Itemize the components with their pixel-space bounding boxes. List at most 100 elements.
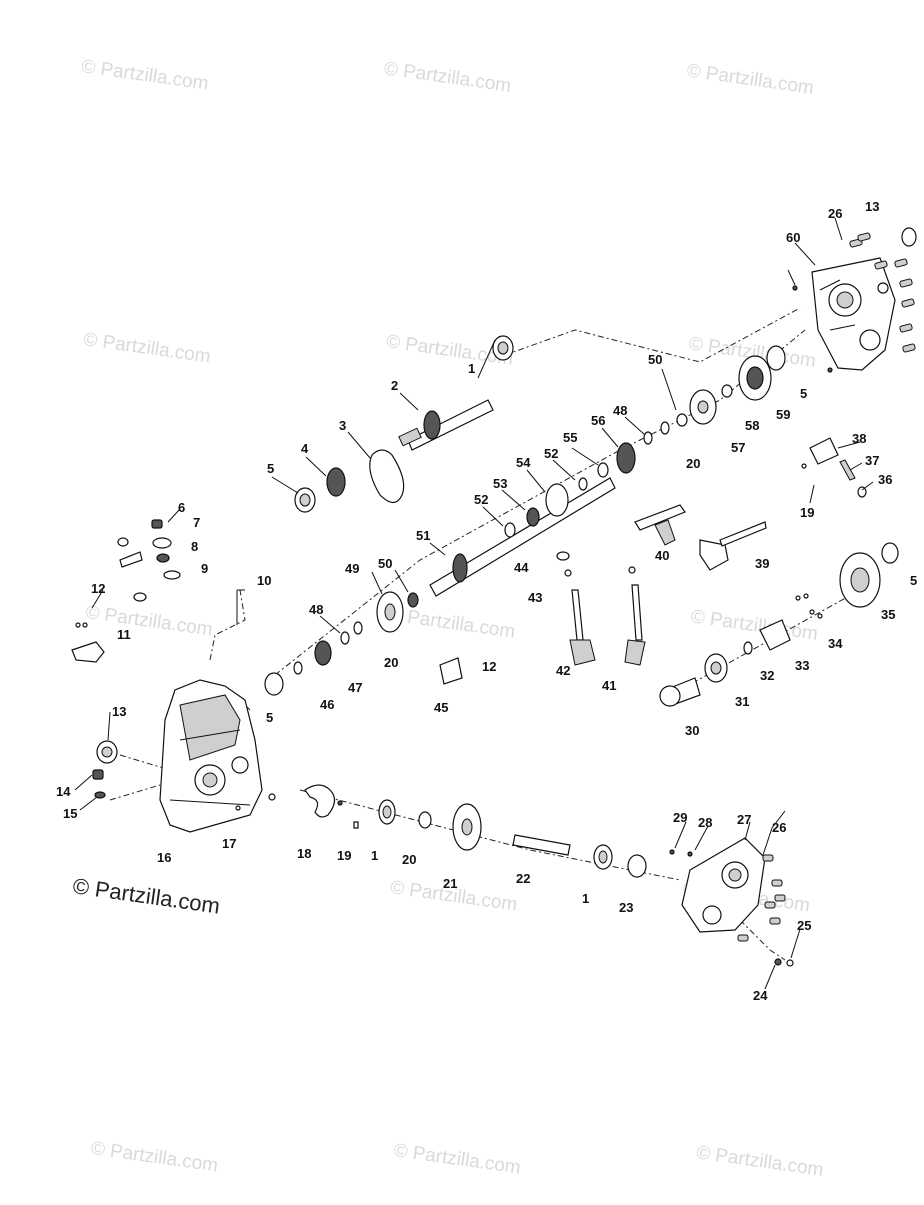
shift-forks: [439, 504, 767, 685]
callout-label: 12: [91, 581, 105, 596]
leader-lines: [74, 217, 874, 990]
callout-label: 40: [655, 548, 669, 563]
callout-label: 24: [753, 988, 768, 1003]
callout-label: 22: [516, 871, 530, 886]
callout-label: 52: [544, 446, 558, 461]
callout-label: 20: [384, 655, 398, 670]
callout-label: 1: [582, 891, 589, 906]
callout-label: 60: [786, 230, 800, 245]
callout-label: 16: [157, 850, 171, 865]
callout-label: 51: [416, 528, 430, 543]
callout-label: 13: [865, 199, 879, 214]
callout-label: 46: [320, 697, 334, 712]
callout-label: 23: [619, 900, 633, 915]
callout-label: 48: [613, 403, 627, 418]
callout-label: 9: [201, 561, 208, 576]
watermark-text: © Partzilla.com: [90, 1138, 220, 1177]
watermark-text: © Partzilla.com: [383, 58, 513, 97]
callout-label: 10: [257, 573, 271, 588]
callout-label: 5: [266, 710, 273, 725]
lower-left-gears: [264, 591, 419, 696]
upper-shaft-group: [294, 335, 514, 513]
callout-label: 50: [378, 556, 392, 571]
callout-label: 21: [443, 876, 457, 891]
callout-label: 31: [735, 694, 749, 709]
callout-label: 25: [797, 918, 811, 933]
watermark-text: © Partzilla.com: [80, 56, 210, 95]
callout-label: 45: [434, 700, 448, 715]
callout-label: 30: [685, 723, 699, 738]
left-main-case: [92, 679, 276, 833]
callout-label: 49: [345, 561, 359, 576]
callout-label: 2: [391, 378, 398, 393]
middle-shaft-group: [429, 345, 786, 597]
watermark-text: © Partzilla.com: [689, 606, 819, 645]
callout-label: 53: [493, 476, 507, 491]
watermark-main: © Partzilla.com: [71, 873, 221, 918]
callout-label: 5: [267, 461, 274, 476]
callout-label: 13: [112, 704, 126, 719]
callout-label: 5: [910, 573, 917, 588]
callout-label: 20: [402, 852, 416, 867]
watermark-text: © Partzilla.com: [387, 604, 517, 643]
callout-label: 58: [745, 418, 759, 433]
callout-label: 57: [731, 440, 745, 455]
callout-label: 52: [474, 492, 488, 507]
callout-label: 27: [737, 812, 751, 827]
watermark-text: © Partzilla.com: [82, 329, 212, 368]
callout-label: 12: [482, 659, 496, 674]
callout-label: 35: [881, 607, 895, 622]
callout-label: 34: [828, 636, 843, 651]
callout-label: 5: [800, 386, 807, 401]
callout-label: 54: [516, 455, 531, 470]
callout-label: 26: [772, 820, 786, 835]
callout-label: 47: [348, 680, 362, 695]
callout-label: 48: [309, 602, 323, 617]
callout-label: 14: [56, 784, 71, 799]
watermark-text: © Partzilla.com: [685, 60, 815, 99]
callout-label: 19: [337, 848, 351, 863]
callout-label: 38: [852, 431, 866, 446]
callout-label: 36: [878, 472, 892, 487]
callout-label: 55: [563, 430, 577, 445]
callout-label: 3: [339, 418, 346, 433]
callout-labels: 1 2 3 4 5 6 7 8 9 10 11 12 13 14 15 16 1…: [56, 199, 917, 1003]
cover-bolts: [792, 227, 917, 373]
watermark-text: © Partzilla.com: [695, 1142, 825, 1181]
bottom-right-cover: [669, 837, 794, 967]
callout-label: 26: [828, 206, 842, 221]
bottom-shaft-group: [304, 784, 647, 878]
callout-label: 42: [556, 663, 570, 678]
callout-label: 18: [297, 846, 311, 861]
callout-label: 1: [468, 361, 475, 376]
callout-label: 33: [795, 658, 809, 673]
callout-label: 44: [514, 560, 529, 575]
watermark-text: © Partzilla.com: [84, 602, 214, 641]
left-small-parts: [71, 519, 245, 663]
callout-label: 4: [301, 441, 309, 456]
callout-label: 43: [528, 590, 542, 605]
callout-label: 32: [760, 668, 774, 683]
callout-label: 20: [686, 456, 700, 471]
callout-label: 1: [371, 848, 378, 863]
callout-label: 19: [800, 505, 814, 520]
callout-label: 7: [193, 515, 200, 530]
callout-label: 6: [178, 500, 185, 515]
callout-label: 29: [673, 810, 687, 825]
watermark-text: © Partzilla.com: [392, 1140, 522, 1179]
right-case-cover: [811, 257, 896, 371]
callout-label: 59: [776, 407, 790, 422]
callout-label: 56: [591, 413, 605, 428]
callout-label: 11: [117, 627, 131, 642]
callout-label: 39: [755, 556, 769, 571]
output-gear-group: [659, 437, 899, 707]
callout-label: 50: [648, 352, 662, 367]
callout-label: 37: [865, 453, 879, 468]
callout-label: 8: [191, 539, 198, 554]
callout-label: 28: [698, 815, 712, 830]
callout-label: 15: [63, 806, 77, 821]
callout-label: 17: [222, 836, 236, 851]
callout-label: 41: [602, 678, 616, 693]
